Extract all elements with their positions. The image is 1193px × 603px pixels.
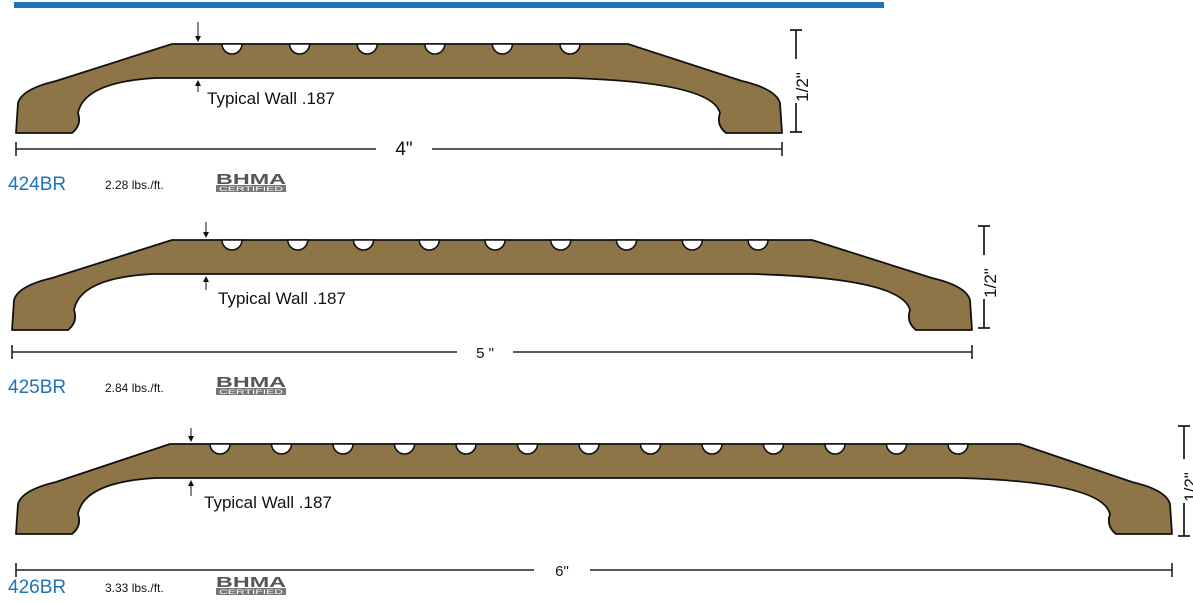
width-label: 4" bbox=[395, 139, 412, 160]
profile-425br: Typical Wall .187 5 " 1/2" 425BR 2.84 lb… bbox=[8, 222, 1000, 398]
height-dimension bbox=[1178, 425, 1190, 537]
model-number: 426BR bbox=[8, 577, 66, 598]
weight-label: 2.84 lbs./ft. bbox=[105, 381, 164, 395]
width-dimension bbox=[15, 563, 1173, 577]
threshold-profile-shape bbox=[11, 239, 973, 331]
wall-arrow-top-head bbox=[188, 436, 194, 442]
badge-sub: CERTIFIED bbox=[219, 187, 284, 193]
flute bbox=[209, 443, 231, 455]
badge-sub-bg bbox=[216, 588, 286, 595]
badge-sub-bg bbox=[216, 388, 286, 395]
flute bbox=[549, 239, 572, 251]
height-label: 1/2" bbox=[793, 72, 812, 102]
flute bbox=[484, 239, 506, 251]
badge-main: BHMA bbox=[216, 374, 286, 391]
wall-arrow-top-head bbox=[203, 232, 209, 238]
height-dimension bbox=[790, 29, 802, 133]
flutes bbox=[221, 43, 581, 55]
flute bbox=[762, 443, 785, 455]
flute bbox=[418, 239, 441, 251]
flute bbox=[221, 239, 243, 251]
badge-sub: CERTIFIED bbox=[219, 390, 284, 396]
weight-label: 2.28 lbs./ft. bbox=[105, 178, 164, 192]
width-label: 6" bbox=[555, 563, 569, 580]
wall-arrows bbox=[203, 222, 209, 290]
wall-label: Typical Wall .187 bbox=[204, 493, 332, 512]
badge-main: BHMA bbox=[216, 171, 286, 188]
flute bbox=[559, 43, 581, 55]
flute bbox=[356, 43, 379, 55]
weight-label: 3.33 lbs./ft. bbox=[105, 581, 164, 595]
flute bbox=[491, 43, 514, 55]
flute bbox=[824, 443, 846, 455]
model-number: 424BR bbox=[8, 174, 66, 195]
bhma-badge: BHMA CERTIFIED bbox=[216, 374, 286, 396]
wall-arrows bbox=[188, 428, 194, 496]
bhma-badge: BHMA CERTIFIED bbox=[216, 574, 286, 596]
flute bbox=[681, 239, 704, 251]
badge-sub-bg bbox=[216, 185, 286, 192]
flute bbox=[947, 443, 969, 455]
flute bbox=[747, 239, 769, 251]
flute bbox=[423, 43, 446, 55]
height-label: 1/2" bbox=[1181, 472, 1193, 502]
flute bbox=[639, 443, 662, 455]
flute bbox=[516, 443, 539, 455]
profile-424br: Typical Wall .187 4" 1/2" 424BR 2.28 lbs… bbox=[8, 22, 812, 195]
width-dimension bbox=[15, 142, 783, 156]
height-label: 1/2" bbox=[981, 268, 1000, 298]
flute bbox=[885, 443, 908, 455]
header-bar bbox=[14, 2, 884, 8]
flute bbox=[615, 239, 638, 251]
height-dimension bbox=[978, 225, 990, 329]
wall-arrow-bottom-head bbox=[188, 480, 194, 486]
badge-main: BHMA bbox=[216, 574, 286, 591]
flute bbox=[332, 443, 354, 455]
flute bbox=[393, 443, 416, 455]
model-number: 425BR bbox=[8, 377, 66, 398]
flute bbox=[286, 239, 309, 251]
wall-label: Typical Wall .187 bbox=[218, 289, 346, 308]
flutes bbox=[221, 239, 769, 251]
threshold-profile-shape bbox=[15, 43, 783, 134]
badge-sub: CERTIFIED bbox=[219, 590, 284, 596]
threshold-profile-shape bbox=[15, 443, 1173, 535]
flutes bbox=[209, 443, 969, 455]
profile-426br: Typical Wall .187 6" 1/2" 426BR 3.33 lbs… bbox=[8, 425, 1193, 598]
flute bbox=[352, 239, 375, 251]
wall-arrow-bottom-head bbox=[195, 80, 201, 86]
flute bbox=[455, 443, 477, 455]
wall-arrow-bottom-head bbox=[203, 276, 209, 282]
wall-label: Typical Wall .187 bbox=[207, 89, 335, 108]
flute bbox=[221, 43, 243, 55]
wall-arrow-top-head bbox=[195, 36, 201, 42]
bhma-badge: BHMA CERTIFIED bbox=[216, 171, 286, 193]
width-label: 5 " bbox=[476, 345, 494, 362]
width-dimension bbox=[11, 345, 973, 359]
flute bbox=[578, 443, 600, 455]
flute bbox=[288, 43, 311, 55]
flute bbox=[270, 443, 293, 455]
flute bbox=[701, 443, 723, 455]
wall-arrows bbox=[195, 22, 201, 92]
